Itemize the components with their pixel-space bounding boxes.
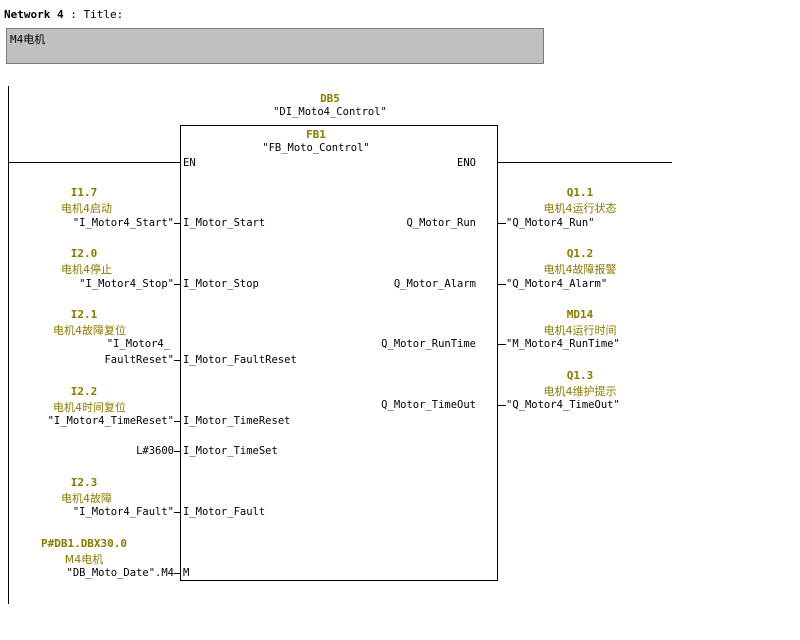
input-operand[interactable]: "I_Motor4_Start" (72, 217, 174, 229)
input-address: I2.0 (70, 247, 98, 260)
input-comment: 电机4启动 (61, 202, 112, 215)
output-wire (498, 223, 506, 224)
input-wire (174, 421, 181, 422)
output-operand[interactable]: "Q_Motor4_Alarm" (506, 278, 608, 290)
network-label: Network 4 (4, 8, 64, 21)
instance-db-address: DB5 (320, 92, 340, 105)
input-address: I2.1 (70, 308, 98, 321)
en-pin: EN (183, 157, 196, 169)
output-address: MD14 (566, 308, 594, 321)
en-connection-line (8, 162, 180, 163)
input-address: I1.7 (70, 186, 98, 199)
eno-connection-line (498, 162, 672, 163)
network-separator: : (63, 8, 84, 21)
input-operand-continued[interactable]: FaultReset" (104, 354, 174, 366)
power-rail (8, 86, 9, 604)
input-wire (174, 512, 181, 513)
input-pin: M (183, 567, 190, 579)
input-wire (174, 451, 181, 452)
input-pin: I_Motor_Start (183, 217, 266, 229)
input-comment: 电机4故障 (61, 492, 112, 505)
function-block-box[interactable] (180, 125, 498, 581)
output-pin: Q_Motor_Run (406, 217, 476, 229)
input-comment: 电机4时间复位 (53, 401, 126, 414)
output-operand[interactable]: "Q_Motor4_Run" (506, 217, 595, 229)
output-pin: Q_Motor_Alarm (393, 278, 476, 290)
input-pin: I_Motor_TimeReset (183, 415, 291, 427)
output-wire (498, 344, 506, 345)
input-pin: I_Motor_Fault (183, 506, 266, 518)
output-address: Q1.1 (566, 186, 594, 199)
eno-pin: ENO (457, 157, 476, 169)
fb-number: FB1 (306, 128, 326, 141)
output-wire (498, 284, 506, 285)
output-address: Q1.3 (566, 369, 594, 382)
output-address: Q1.2 (566, 247, 594, 260)
output-operand[interactable]: "M_Motor4_RunTime" (506, 338, 620, 350)
network-title: Network 4 : Title: (4, 8, 123, 21)
input-operand[interactable]: L#3600 (136, 445, 174, 457)
output-operand[interactable]: "Q_Motor4_TimeOut" (506, 399, 620, 411)
output-comment: 电机4故障报警 (543, 263, 617, 276)
input-comment: 电机4故障复位 (53, 324, 126, 337)
input-address: I2.3 (70, 476, 98, 489)
input-operand[interactable]: "I_Motor4_TimeReset" (47, 415, 174, 427)
input-pin: I_Motor_Stop (183, 278, 259, 290)
input-operand[interactable]: "I_Motor4_Stop" (79, 278, 174, 290)
input-wire (174, 223, 181, 224)
output-pin: Q_Motor_RunTime (381, 338, 476, 350)
input-pin: I_Motor_FaultReset (183, 354, 297, 366)
instance-db-symbol[interactable]: "DI_Moto4_Control" (273, 106, 387, 118)
input-wire (174, 284, 181, 285)
network-title-text[interactable]: Title: (83, 8, 124, 21)
output-comment: 电机4运行状态 (543, 202, 617, 215)
output-comment: 电机4运行时间 (543, 324, 617, 337)
output-pin: Q_Motor_TimeOut (381, 399, 476, 411)
input-comment: M4电机 (64, 553, 104, 566)
input-pin: I_Motor_TimeSet (183, 445, 278, 457)
input-operand[interactable]: "I_Motor4_Fault" (72, 506, 174, 518)
input-address: I2.2 (70, 385, 98, 398)
fb-symbol: "FB_Moto_Control" (262, 142, 370, 154)
network-comment-box[interactable]: M4电机 (6, 28, 544, 64)
input-wire (174, 360, 181, 361)
input-address: P#DB1.DBX30.0 (40, 537, 128, 550)
output-comment: 电机4维护提示 (543, 385, 617, 398)
input-operand[interactable]: "DB_Moto_Date".M4 (66, 567, 174, 579)
output-wire (498, 405, 506, 406)
input-comment: 电机4停止 (61, 263, 112, 276)
input-wire (174, 573, 181, 574)
input-operand[interactable]: "I_Motor4_ (106, 338, 170, 350)
